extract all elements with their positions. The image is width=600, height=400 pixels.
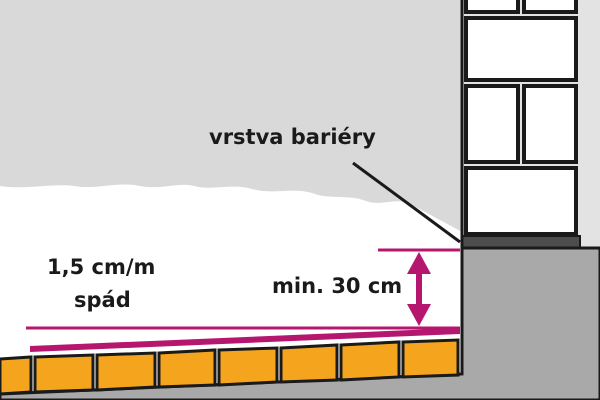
tile bbox=[401, 338, 460, 379]
slope-word-label: spád bbox=[74, 288, 131, 312]
slope-layer bbox=[30, 328, 460, 352]
drainage-tiles bbox=[0, 338, 460, 396]
brick bbox=[464, 84, 520, 164]
tile bbox=[33, 353, 95, 394]
brick bbox=[522, 0, 578, 14]
brick bbox=[522, 84, 578, 164]
tile bbox=[279, 343, 339, 384]
brick bbox=[464, 16, 578, 82]
tile bbox=[339, 340, 401, 382]
tile bbox=[95, 351, 157, 392]
barrier-label: vrstva bariéry bbox=[209, 125, 376, 149]
tile bbox=[0, 355, 33, 396]
snow-band bbox=[0, 0, 462, 232]
barrier-layer bbox=[461, 235, 581, 249]
double-arrow-vertical-icon bbox=[407, 252, 431, 326]
tile bbox=[217, 346, 279, 387]
barrier-leader-line bbox=[352, 161, 461, 244]
min-height-label: min. 30 cm bbox=[272, 274, 403, 298]
brick-wall bbox=[464, 0, 578, 236]
slope-value-label: 1,5 cm/m bbox=[47, 255, 156, 279]
brick bbox=[464, 166, 578, 236]
tile bbox=[157, 348, 217, 389]
brick bbox=[464, 0, 520, 14]
